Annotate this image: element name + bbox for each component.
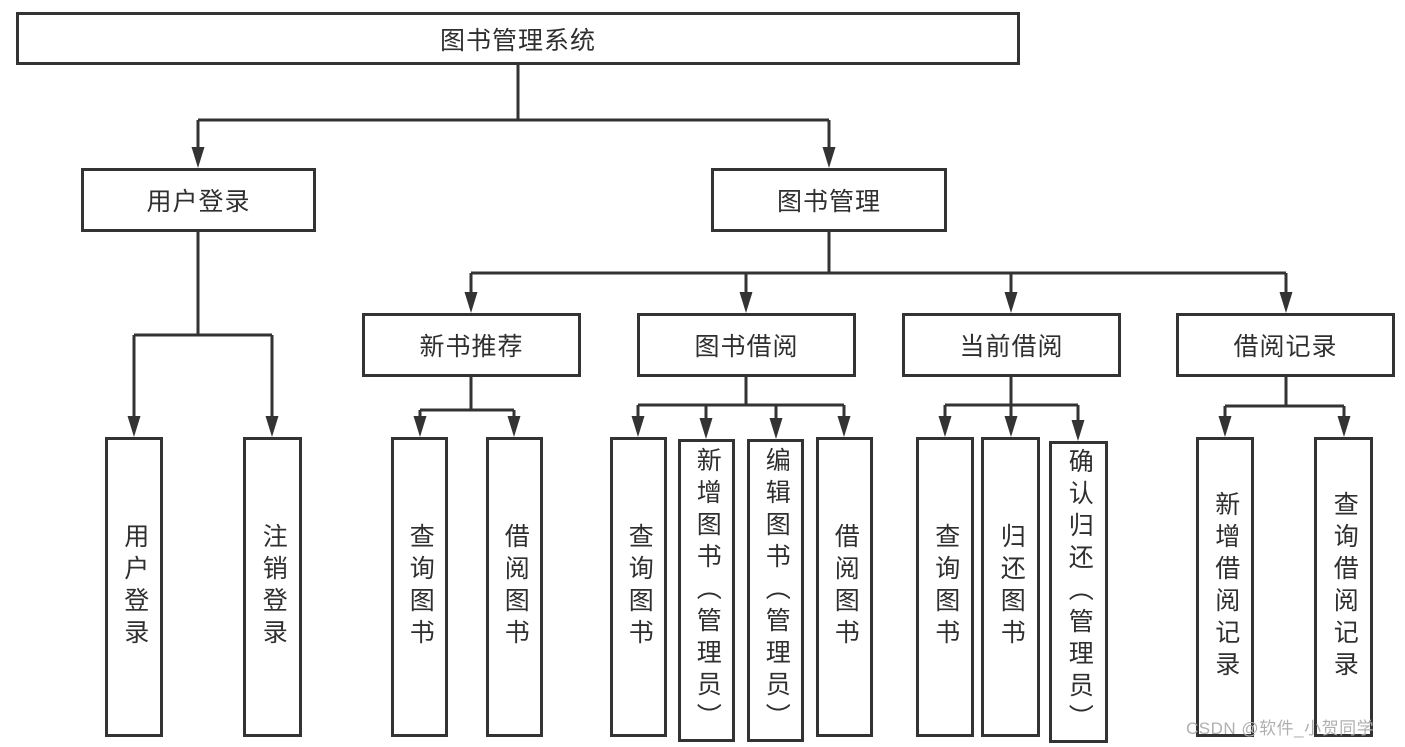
node-label: 借阅图书	[831, 523, 860, 651]
connector-current-borrowing-to-leaves	[943, 377, 1080, 424]
node-label: 归还图书	[997, 523, 1026, 651]
node-label: 确认归还（管理员）	[1065, 448, 1094, 736]
node-label: 图书管理	[776, 188, 881, 216]
node-label: 查询图书	[406, 523, 435, 651]
node-current-borrowing: 当前借阅	[902, 313, 1121, 377]
connector-book-mgmt-to-level3	[469, 232, 1288, 296]
node-label: 编辑图书（管理员）	[762, 446, 791, 735]
node-logout-leaf: 注销登录	[243, 437, 302, 737]
node-add-books-admin: 新增图书（管理员）	[678, 439, 735, 742]
node-label: 图书借阅	[694, 333, 799, 361]
node-label: 借阅图书	[501, 523, 530, 651]
connector-root-to-level2	[196, 65, 831, 151]
node-query-books-current: 查询图书	[916, 437, 974, 737]
node-user-login-leaf: 用户登录	[105, 437, 163, 737]
node-label: 借阅记录	[1233, 333, 1338, 361]
node-label: 用户登录	[146, 188, 251, 216]
node-label: 新增借阅记录	[1211, 491, 1240, 683]
node-edit-books-admin: 编辑图书（管理员）	[747, 439, 804, 742]
node-borrow-books-recommend: 借阅图书	[486, 437, 543, 737]
node-book-borrowing: 图书借阅	[637, 313, 856, 377]
node-label: 新书推荐	[419, 333, 524, 361]
connector-new-book-recommend-to-leaves	[418, 377, 516, 420]
node-label: 图书管理系统	[439, 26, 596, 55]
node-root-library-management-system: 图书管理系统	[16, 12, 1020, 65]
node-add-borrow-record: 新增借阅记录	[1196, 437, 1254, 737]
node-book-management-branch: 图书管理	[711, 168, 947, 232]
csdn-watermark: CSDN @软件_小贺同学	[1186, 719, 1375, 738]
node-borrowing-records: 借阅记录	[1176, 313, 1395, 377]
node-label: 注销登录	[259, 523, 288, 651]
node-label: 查询图书	[931, 523, 960, 651]
node-query-books-recommend: 查询图书	[391, 437, 448, 737]
node-new-book-recommend: 新书推荐	[362, 313, 581, 377]
connector-borrowing-records-to-leaves	[1223, 377, 1346, 420]
node-confirm-return-admin: 确认归还（管理员）	[1049, 441, 1108, 743]
connector-user-login-to-leaves	[132, 232, 274, 420]
node-return-books: 归还图书	[981, 437, 1040, 737]
node-label: 查询图书	[625, 523, 654, 651]
node-label: 当前借阅	[959, 333, 1064, 361]
node-query-borrow-record: 查询借阅记录	[1314, 437, 1373, 737]
node-label: 用户登录	[120, 523, 149, 651]
node-label: 查询借阅记录	[1330, 491, 1359, 683]
node-query-books-borrowing: 查询图书	[610, 437, 667, 737]
node-borrow-books-borrowing: 借阅图书	[816, 437, 873, 737]
connector-book-borrowing-to-leaves	[636, 377, 846, 422]
node-label: 新增图书（管理员）	[693, 446, 722, 735]
node-user-login-branch: 用户登录	[81, 168, 316, 232]
